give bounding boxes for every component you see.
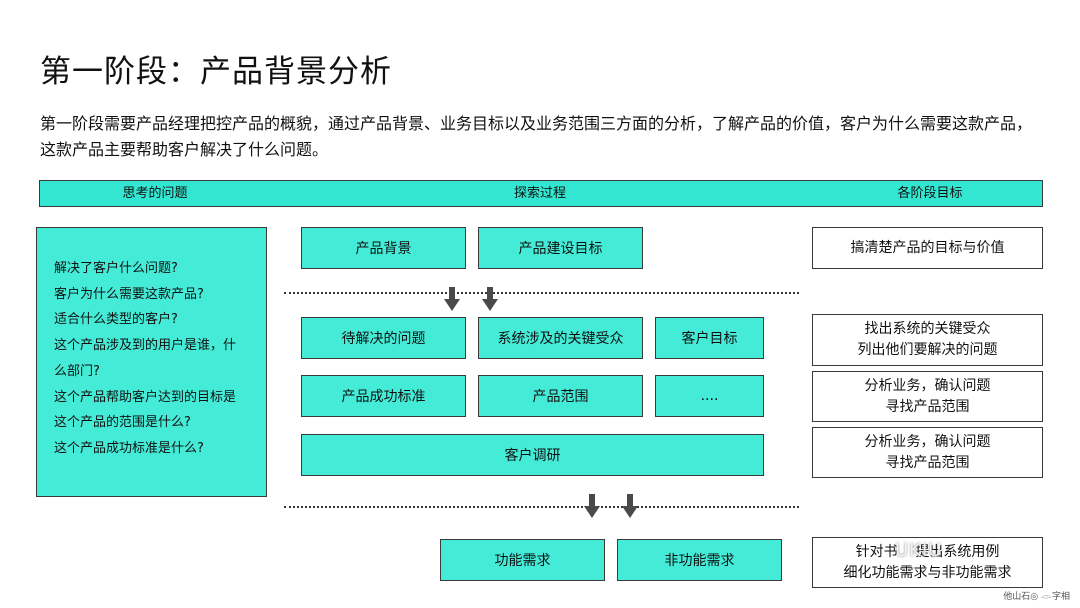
goal-box: 找出系统的关键受众 列出他们要解决的问题 <box>812 314 1043 366</box>
question-item: 这个产品成功标准是什么? <box>54 440 204 456</box>
goal-box: 分析业务，确认问题 寻找产品范围 <box>812 427 1043 478</box>
goal-line: 列出他们要解决的问题 <box>857 342 998 358</box>
process-customer-goal: 客户目标 <box>655 317 764 359</box>
page-title: 第一阶段：产品背景分析 <box>40 54 392 90</box>
arrow-down-icon <box>584 494 600 518</box>
process-product-scope: 产品范围 <box>478 375 643 417</box>
goal-line: 搞清楚产品的目标与价值 <box>850 239 1005 256</box>
question-item: 这个产品涉及到的用户是谁，什 <box>54 338 237 354</box>
process-key-audience: 系统涉及的关键受众 <box>478 317 643 359</box>
goal-box: 分析业务，确认问题 寻找产品范围 <box>812 371 1043 422</box>
process-success-criteria: 产品成功标准 <box>301 375 466 417</box>
column-header-bar: 思考的问题 探索过程 各阶段目标 <box>39 180 1043 207</box>
goal-box: 针对书 提出系统用例 细化功能需求与非功能需求 <box>812 537 1043 588</box>
process-product-background: 产品背景 <box>301 227 466 269</box>
question-item: 这个产品的范围是什么? <box>54 415 191 431</box>
header-thinking-questions: 思考的问题 <box>122 186 188 201</box>
question-item: 适合什么类型的客户? <box>54 312 178 328</box>
process-nonfunctional-requirements: 非功能需求 <box>617 539 782 581</box>
process-more-ellipsis: .... <box>655 375 764 417</box>
process-customer-research: 客户调研 <box>301 434 764 476</box>
header-stage-goals: 各阶段目标 <box>897 186 963 201</box>
questions-panel: 解决了客户什么问题? 客户为什么需要这款产品? 适合什么类型的客户? 这个产品涉… <box>36 227 267 497</box>
arrow-down-icon <box>482 287 498 311</box>
arrow-down-icon <box>622 494 638 518</box>
process-problems-to-solve: 待解决的问题 <box>301 317 466 359</box>
goal-line: 细化功能需求与非功能需求 <box>843 564 1012 581</box>
question-item: 这个产品帮助客户达到的目标是 <box>54 389 237 405</box>
goal-line: 寻找产品范围 <box>885 398 970 415</box>
process-product-goal: 产品建设目标 <box>478 227 643 269</box>
arrow-down-icon <box>444 287 460 311</box>
page-description: 第一阶段需要产品经理把控产品的概貌，通过产品背景、业务目标以及业务范围三方面的分… <box>40 114 1033 159</box>
goal-line: 分析业务，确认问题 <box>864 433 991 450</box>
goal-line: 分析业务，确认问题 <box>864 377 991 394</box>
watermark-text: UKIU <box>895 540 943 561</box>
image-credit: 他山石◎ 𓁹字相 <box>1003 592 1070 602</box>
goal-line: 找出系统的关键受众 <box>864 321 991 337</box>
process-functional-requirements: 功能需求 <box>440 539 605 581</box>
question-item: 解决了客户什么问题? <box>54 261 178 276</box>
question-item: 么部门? <box>54 363 100 379</box>
goal-box: 搞清楚产品的目标与价值 <box>812 227 1043 269</box>
question-item: 客户为什么需要这款产品? <box>54 286 204 302</box>
divider-dotted-2 <box>284 506 799 508</box>
goal-line: 寻找产品范围 <box>885 454 970 471</box>
goal-line: 针对书 提出系统用例 <box>855 543 1000 560</box>
header-exploration-process: 探索过程 <box>513 186 566 201</box>
divider-dotted-1 <box>284 292 799 294</box>
